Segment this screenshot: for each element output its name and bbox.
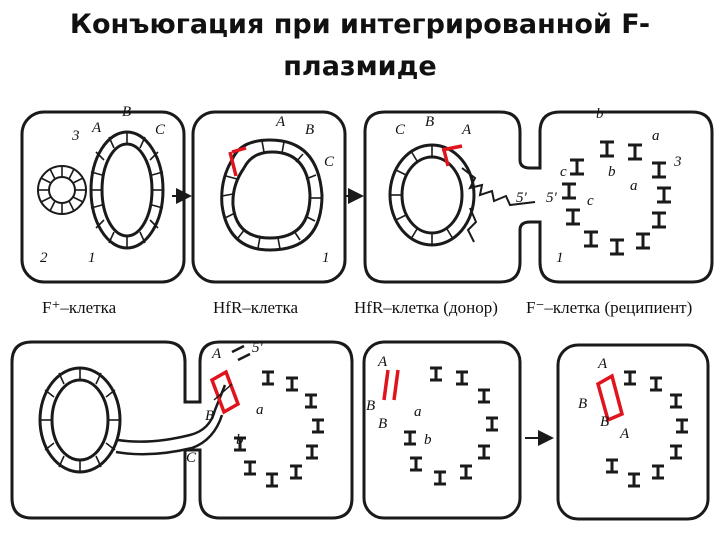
label-B: B — [425, 114, 434, 130]
label-3: 3 — [673, 154, 682, 170]
label-A: A — [91, 120, 102, 136]
cell-recipient-3 — [556, 343, 710, 521]
f-plasmid — [37, 165, 87, 215]
label-B: B — [122, 104, 131, 120]
label-B: B — [205, 408, 214, 424]
page-title: Конъюгация при интегрированной F- плазми… — [0, 4, 720, 88]
label-a: a — [630, 178, 638, 194]
label-3: 3 — [71, 128, 80, 144]
caption-hfr-donor: HfR–клетка (донор) — [354, 298, 498, 317]
cell-recipient-2 — [362, 340, 522, 520]
chromosome-f-plus — [89, 130, 165, 250]
label-b: b — [608, 164, 616, 180]
cell-pair-transfer — [10, 340, 354, 520]
transfer-dashes — [231, 344, 251, 362]
cell-hfr — [191, 110, 347, 284]
label-B: B — [305, 122, 314, 138]
label-a: a — [652, 128, 660, 144]
label-b: b — [236, 432, 244, 448]
title-line-2: плазмиде — [283, 51, 437, 82]
donor-f-marker — [441, 144, 463, 167]
label-a: a — [256, 402, 264, 418]
recombined-f-marker — [595, 373, 625, 423]
label-5prime: 5' — [516, 190, 528, 206]
label-a: a — [414, 404, 422, 420]
caption-f-minus-recipient: F⁻–клетка (реципиент) — [526, 298, 693, 317]
label-C: C — [155, 122, 166, 138]
label-c: c — [587, 193, 594, 209]
chromosome-transferring — [38, 366, 227, 474]
label-B: B — [578, 396, 587, 412]
label-A: A — [377, 354, 388, 370]
recipient-ring-3 — [404, 366, 498, 486]
label-B: B — [366, 398, 375, 414]
title-line-1: Конъюгация при интегрированной F- — [69, 9, 651, 40]
cell-pair-donor-recipient — [363, 110, 714, 284]
label-5prime: 5' — [252, 340, 264, 356]
chromosome-hfr — [220, 138, 324, 252]
label-A: A — [619, 426, 630, 442]
label-2: 2 — [40, 250, 48, 266]
transfer-cross — [213, 383, 233, 401]
caption-f-plus-cell: F⁺–клетка — [42, 298, 117, 317]
label-B: B — [600, 414, 609, 430]
label-1: 1 — [88, 250, 96, 266]
label-C: C — [324, 154, 335, 170]
label-c: c — [560, 164, 567, 180]
integrated-f-marker — [228, 146, 247, 177]
label-1: 1 — [556, 250, 564, 266]
label-A: A — [461, 122, 472, 138]
label-C: C — [186, 450, 197, 466]
transfer-f-marker-1 — [209, 369, 241, 415]
label-A: A — [211, 346, 222, 362]
label-A: A — [597, 356, 608, 372]
label-5prime: 5' — [546, 190, 558, 206]
recombined-ring — [606, 370, 688, 488]
label-A: A — [275, 114, 286, 130]
label-B: B — [378, 416, 387, 432]
integrated-fragment — [382, 369, 400, 401]
label-b: b — [596, 106, 604, 122]
label-b: b — [424, 432, 432, 448]
label-1: 1 — [322, 250, 330, 266]
chromosome-recipient — [562, 140, 671, 256]
label-C: C — [395, 122, 406, 138]
chromosome-donor — [388, 143, 536, 247]
recipient-ring-2 — [234, 370, 324, 488]
caption-hfr-cell: HfR–клетка — [213, 298, 299, 317]
